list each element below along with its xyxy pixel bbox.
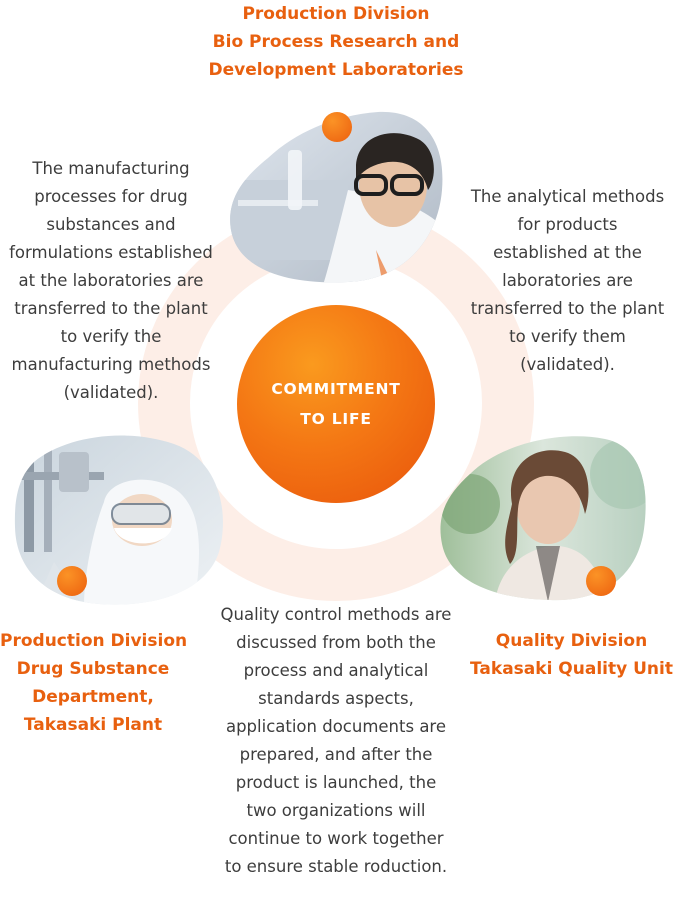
bottom-desc-line-7: product is launched, the	[235, 773, 437, 792]
right-node-dot	[586, 566, 616, 596]
bottom-desc-line-4: standards aspects,	[258, 689, 414, 708]
researcher-photo	[228, 110, 446, 285]
right-desc-line-5: transferred to the plant	[470, 299, 665, 318]
left-desc-line-4: formulations established	[9, 243, 213, 262]
bottom-desc-line-8: two organizations will	[246, 801, 426, 820]
right-title-line-1: Quality Division	[495, 631, 648, 651]
right-desc-line-7: (validated).	[520, 355, 615, 374]
right-desc-line-4: laboratories are	[502, 271, 633, 290]
center-commitment-circle: COMMITMENT TO LIFE	[237, 305, 435, 503]
bottom-desc-line-10: to ensure stable roduction.	[224, 857, 448, 876]
bottom-desc-line-1: Quality control methods are	[220, 605, 452, 624]
center-line-1: COMMITMENT	[271, 380, 401, 398]
left-desc-line-5: at the laboratories are	[18, 271, 204, 290]
bottom-description: Quality control methods are discussed fr…	[206, 601, 466, 881]
center-line-2: TO LIFE	[300, 410, 372, 428]
quality-staff-photo	[440, 434, 646, 602]
bottom-desc-line-2: discussed from both the	[236, 633, 436, 652]
right-desc-line-3: established at the	[493, 243, 642, 262]
left-desc-line-9: (validated).	[63, 383, 159, 402]
top-node-dot	[322, 112, 352, 142]
left-desc-line-8: manufacturing methods	[11, 355, 211, 374]
left-description: The manufacturing processes for drug sub…	[0, 155, 222, 407]
top-title-line-1: Production Division	[242, 4, 430, 24]
top-node-title: Production Division Bio Process Research…	[186, 0, 486, 84]
left-desc-line-2: processes for drug	[34, 187, 188, 206]
right-title-line-2: Takasaki Quality Unit	[470, 659, 673, 679]
left-desc-line-7: to verify the	[60, 327, 162, 346]
bottom-desc-line-3: process and analytical	[243, 661, 429, 680]
right-desc-line-2: for products	[517, 215, 618, 234]
left-desc-line-6: transferred to the plant	[14, 299, 208, 318]
left-title-line-1: Production Division	[0, 631, 188, 651]
left-title-line-3: Department,	[32, 687, 154, 707]
left-node-title: Production Division Drug Substance Depar…	[0, 627, 188, 739]
left-desc-line-3: substances and	[46, 215, 176, 234]
left-title-line-4: Takasaki Plant	[23, 715, 163, 735]
top-title-line-3: Development Laboratories	[208, 60, 464, 80]
right-desc-line-6: to verify them	[509, 327, 626, 346]
bottom-desc-line-6: prepared, and after the	[239, 745, 433, 764]
plant-worker-photo	[14, 432, 228, 607]
top-title-line-2: Bio Process Research and	[212, 32, 460, 52]
right-desc-line-1: The analytical methods	[470, 187, 665, 206]
left-node-dot	[57, 566, 87, 596]
left-desc-line-1: The manufacturing	[32, 159, 190, 178]
right-node-title: Quality Division Takasaki Quality Unit	[470, 627, 673, 683]
bottom-desc-line-9: continue to work together	[228, 829, 444, 848]
bottom-desc-line-5: application documents are	[225, 717, 447, 736]
left-title-line-2: Drug Substance	[16, 659, 170, 679]
right-description: The analytical methods for products esta…	[462, 183, 673, 379]
